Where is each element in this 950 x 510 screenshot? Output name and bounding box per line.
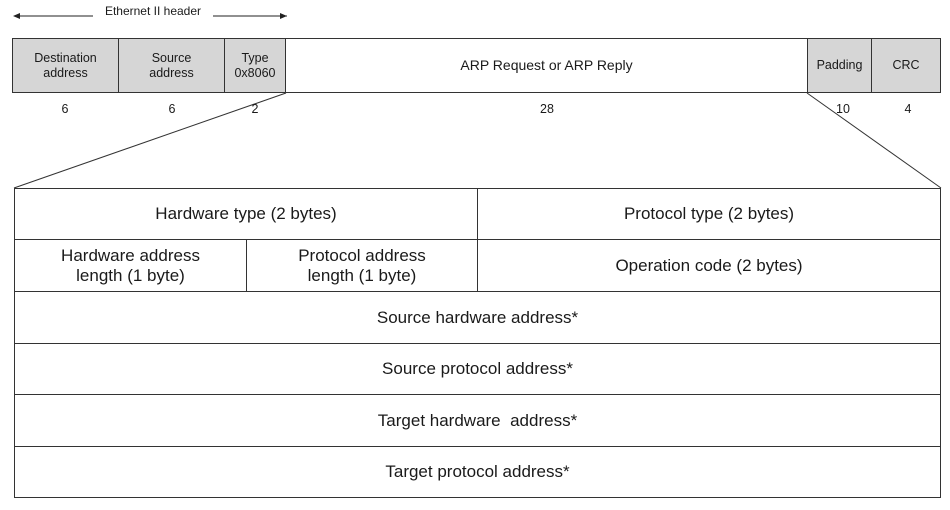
frame-field-label: CRC xyxy=(892,58,920,72)
frame-field-type: Type 0x8060 xyxy=(224,38,286,93)
arp-source-protocol-address: Source protocol address* xyxy=(14,343,941,395)
frame-size-arp: 28 xyxy=(540,102,554,116)
frame-field-label: Destination address xyxy=(34,50,97,80)
frame-size-type: 2 xyxy=(251,102,259,116)
arp-hardware-type: Hardware type (2 bytes) xyxy=(14,188,478,240)
frame-size-padding: 10 xyxy=(836,102,850,116)
arp-field-label: Hardware type (2 bytes) xyxy=(155,204,337,223)
arp-field-label: Operation code (2 bytes) xyxy=(615,255,803,275)
arp-hardware-address-length: Hardware address length (1 byte) xyxy=(14,239,247,292)
arp-field-label: Protocol type (2 bytes) xyxy=(623,204,795,223)
frame-field-padding: Padding xyxy=(807,38,872,93)
expand-line-right xyxy=(806,92,942,189)
arp-protocol-address-length: Protocol address length (1 byte) xyxy=(246,239,478,292)
ethernet-header-label: Ethernet II header xyxy=(93,4,213,18)
arp-field-label: Source protocol address* xyxy=(382,359,573,378)
frame-size-crc: 4 xyxy=(904,102,912,116)
frame-size-source: 6 xyxy=(168,102,176,116)
arp-target-hardware-address: Target hardware address* xyxy=(14,394,941,447)
frame-field-label: Type 0x8060 xyxy=(234,50,276,80)
frame-field-source-address: Source address xyxy=(118,38,225,93)
frame-field-label: ARP Request or ARP Reply xyxy=(460,57,633,73)
frame-field-destination-address: Destination address xyxy=(12,38,119,93)
arp-operation-code: Operation code (2 bytes) xyxy=(477,239,941,292)
arp-field-label: Hardware address length (1 byte) xyxy=(61,245,200,285)
arp-target-protocol-address: Target protocol address* xyxy=(14,446,941,498)
frame-field-label: Padding xyxy=(816,58,863,72)
arp-protocol-type: Protocol type (2 bytes) xyxy=(477,188,941,240)
frame-size-destination: 6 xyxy=(61,102,69,116)
arp-field-label: Protocol address length (1 byte) xyxy=(298,245,426,285)
arp-field-label: Target protocol address* xyxy=(385,462,570,481)
expand-line-left xyxy=(13,92,287,189)
arp-field-label: Source hardware address* xyxy=(376,307,579,327)
frame-field-crc: CRC xyxy=(871,38,941,93)
arp-field-label: Target hardware address* xyxy=(377,410,578,430)
arp-source-hardware-address: Source hardware address* xyxy=(14,291,941,344)
frame-field-arp-payload: ARP Request or ARP Reply xyxy=(285,38,808,93)
frame-field-label: Source address xyxy=(149,50,194,80)
